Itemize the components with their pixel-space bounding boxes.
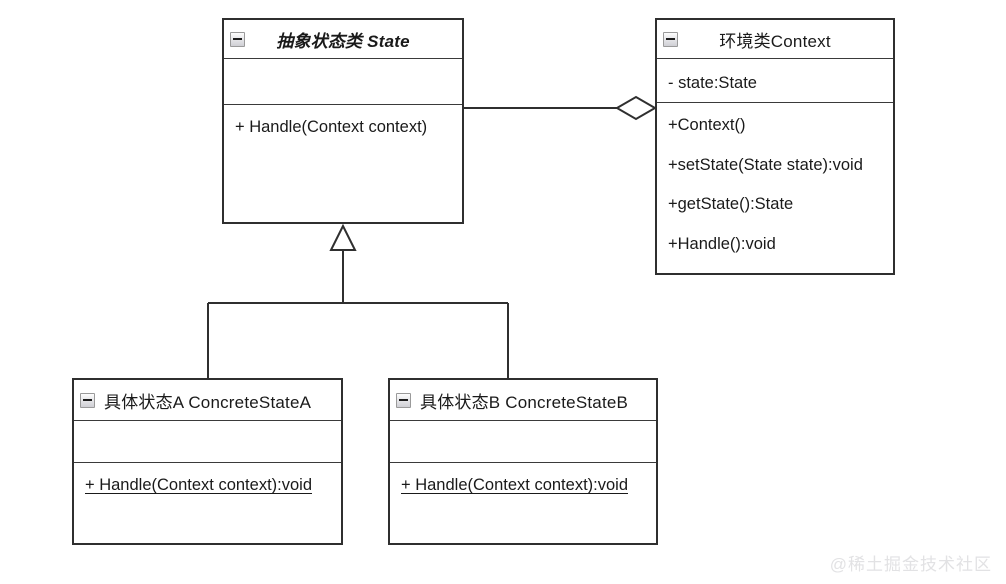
operation-item: + Handle(Context context) xyxy=(235,118,428,136)
class-attributes-context: - state:State xyxy=(657,58,893,102)
class-operations-state: + Handle(Context context) xyxy=(224,104,462,222)
class-box-state[interactable]: 抽象状态类 State + Handle(Context context) xyxy=(222,18,464,224)
class-attributes-state xyxy=(224,58,462,104)
class-operations-context: +Context() +setState(State state):void +… xyxy=(657,102,893,273)
class-attributes-concrete-state-a xyxy=(74,420,341,462)
class-title-bar-concrete-state-b: 具体状态B ConcreteStateB xyxy=(390,380,656,420)
class-box-context[interactable]: 环境类Context - state:State +Context() +set… xyxy=(655,18,895,275)
class-box-concrete-state-b[interactable]: 具体状态B ConcreteStateB + Handle(Context co… xyxy=(388,378,658,545)
attribute-item: - state:State xyxy=(668,74,757,92)
edge-aggregation-context-state[interactable] xyxy=(464,95,657,121)
class-title-bar-state: 抽象状态类 State xyxy=(224,20,462,58)
class-name-concrete-state-a: 具体状态A ConcreteStateA xyxy=(104,392,312,412)
hollow-diamond-marker xyxy=(615,95,657,121)
minus-box-icon[interactable] xyxy=(663,31,678,47)
operation-item: +setState(State state):void xyxy=(668,155,863,174)
class-box-concrete-state-a[interactable]: 具体状态A ConcreteStateA + Handle(Context co… xyxy=(72,378,343,545)
minus-box-icon[interactable] xyxy=(396,392,411,408)
class-title-bar-concrete-state-a: 具体状态A ConcreteStateA xyxy=(74,380,341,420)
operation-item: +Handle():void xyxy=(668,234,776,253)
class-title-bar-context: 环境类Context xyxy=(657,20,893,58)
class-name-context: 环境类Context xyxy=(719,31,831,51)
edge-generalization-tree[interactable] xyxy=(207,223,509,378)
class-attributes-concrete-state-b xyxy=(390,420,656,462)
class-operations-concrete-state-b: + Handle(Context context):void xyxy=(390,462,656,543)
operation-item: + Handle(Context context):void xyxy=(85,476,312,494)
hollow-triangle-marker xyxy=(329,223,357,251)
watermark-text: @稀土掘金技术社区 xyxy=(829,555,992,574)
class-operations-concrete-state-a: + Handle(Context context):void xyxy=(74,462,341,543)
operation-item: +getState():State xyxy=(668,195,794,213)
minus-box-icon[interactable] xyxy=(80,392,95,408)
class-name-state: 抽象状态类 State xyxy=(276,31,410,51)
class-name-concrete-state-b: 具体状态B ConcreteStateB xyxy=(420,392,629,412)
operation-item: + Handle(Context context):void xyxy=(401,476,628,494)
operation-item: +Context() xyxy=(668,116,746,134)
minus-box-icon[interactable] xyxy=(230,31,245,47)
